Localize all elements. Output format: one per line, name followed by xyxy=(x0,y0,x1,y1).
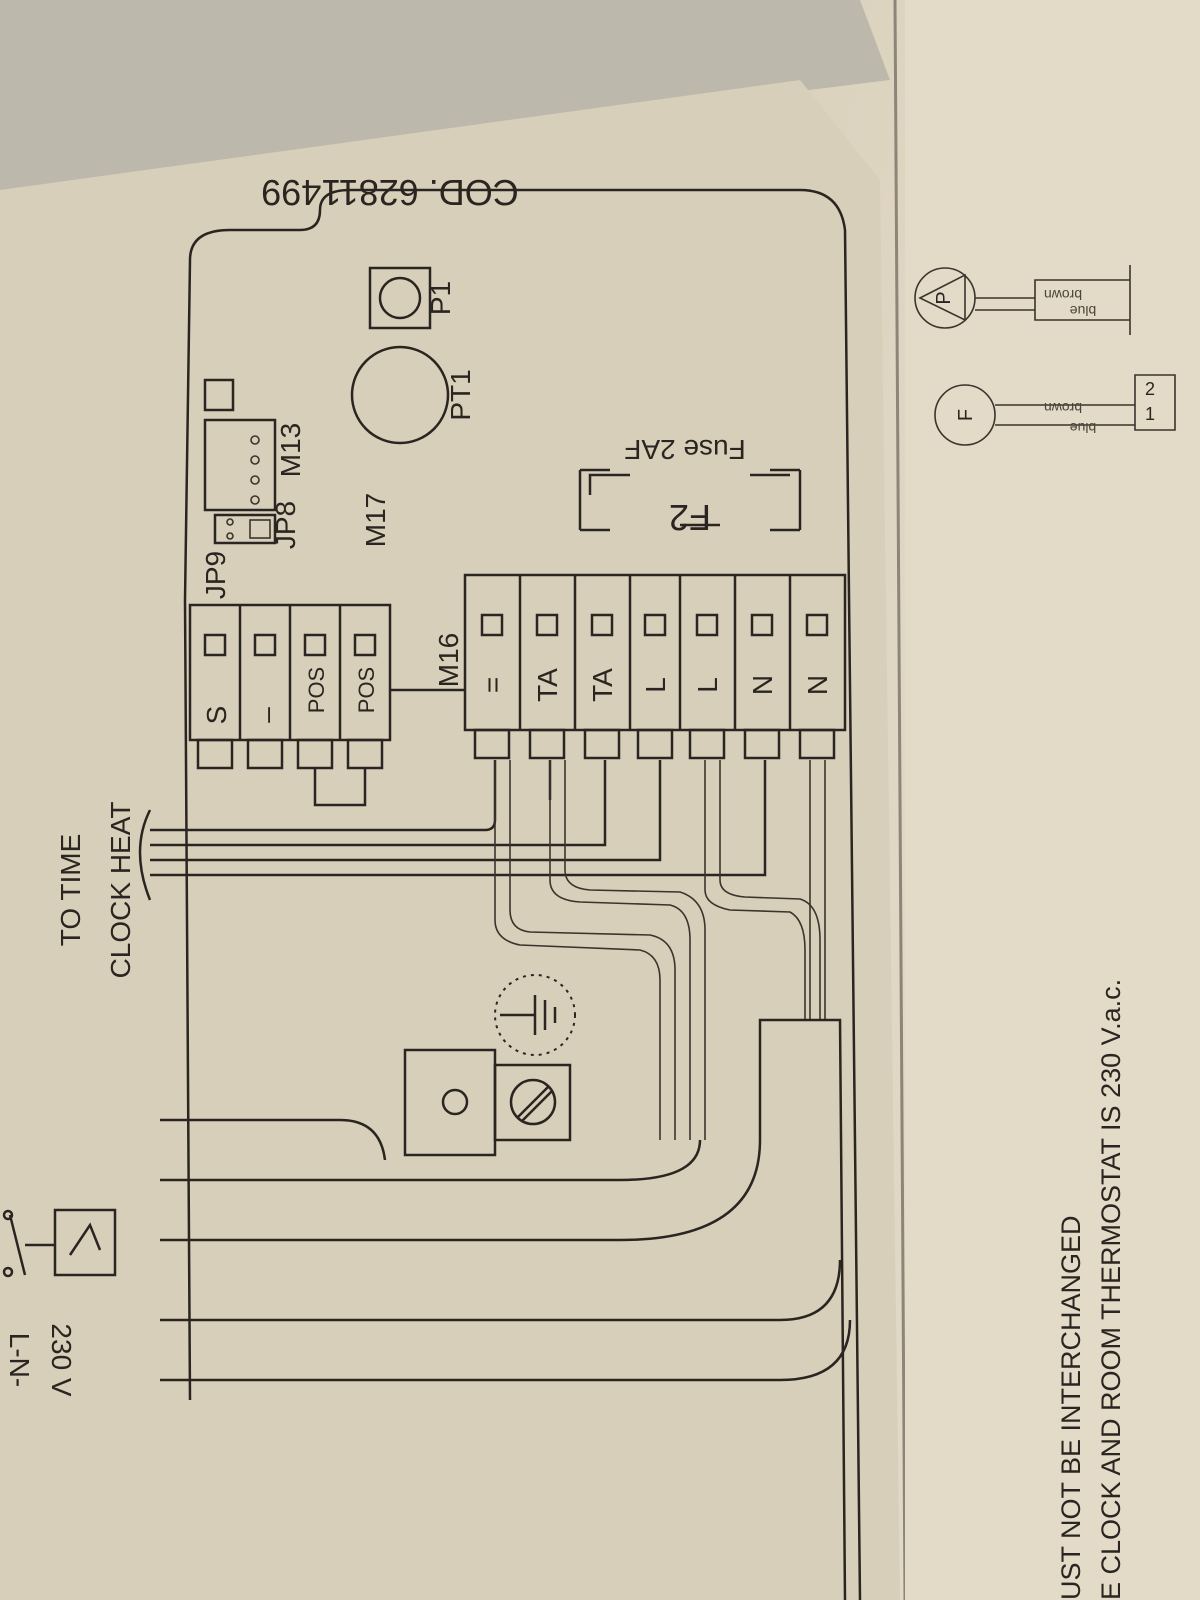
terminal-tab xyxy=(636,728,674,760)
aux-terminal: S xyxy=(201,706,232,725)
terminal-screw xyxy=(805,613,829,637)
m16-terminal: L xyxy=(692,677,723,693)
code-label: COD. 62811499 xyxy=(261,172,519,213)
fan-symbol xyxy=(934,374,1176,446)
supply-label-2: 230 V xyxy=(46,1323,77,1396)
warning-line-1: UST NOT BE INTERCHANGED xyxy=(1056,1215,1086,1600)
time-clock-label-1: TO TIME xyxy=(55,834,86,947)
pt1-transducer xyxy=(350,345,450,445)
background-surface xyxy=(0,0,890,190)
terminal-tab xyxy=(688,728,726,760)
pump-wire: blue xyxy=(1070,303,1097,319)
aux-terminal: – xyxy=(251,707,282,723)
terminal-tab xyxy=(528,728,566,760)
p1-button xyxy=(368,266,432,330)
terminal-screw xyxy=(695,613,719,637)
earth-terminal xyxy=(403,974,576,1157)
m13-label: M13 xyxy=(275,423,306,477)
fuse-id: F2 xyxy=(669,497,711,538)
terminal-screw xyxy=(643,613,667,637)
m16-terminal: L xyxy=(640,677,671,693)
m16-terminal-block xyxy=(463,573,847,732)
side-sheet xyxy=(905,0,1200,1600)
terminal-tab xyxy=(798,728,836,760)
sheet-edge xyxy=(893,0,907,1600)
m17-label: M17 xyxy=(360,493,391,547)
time-clock-label-2: CLOCK HEAT xyxy=(105,802,136,979)
diagram-sheet xyxy=(0,80,900,1600)
m16-terminal: TA xyxy=(587,668,618,702)
warning-line-2: E CLOCK AND ROOM THERMOSTAT IS 230 V.a.c… xyxy=(1096,979,1126,1600)
aux-terminal: POS xyxy=(354,667,379,713)
terminal-screw xyxy=(535,613,559,637)
terminal-screw xyxy=(480,613,504,637)
p1-label: P1 xyxy=(425,281,456,315)
time-clock-wires xyxy=(138,760,767,901)
terminal-screw xyxy=(590,613,614,637)
terminal-tab xyxy=(583,728,621,760)
fan-wire: blue xyxy=(1070,420,1097,436)
fan-label: F xyxy=(955,409,977,421)
pump-wire: brown xyxy=(1044,287,1082,303)
cable-harness xyxy=(160,760,852,1600)
aux-terminal-block xyxy=(188,603,392,807)
pump-symbol xyxy=(914,265,1131,335)
terminal-screw xyxy=(750,613,774,637)
terminal-tab xyxy=(473,728,511,760)
m16-terminal: = xyxy=(477,677,508,693)
m16-label: M16 xyxy=(433,633,464,687)
jp8-label: JP8 xyxy=(270,501,301,549)
m16-terminal: TA xyxy=(532,668,563,702)
fan-wire: brown xyxy=(1044,400,1082,416)
supply-label-1: L-N- xyxy=(4,1333,35,1387)
thermostat-switch-icon xyxy=(2,1208,117,1278)
jp8-jp9-jumpers xyxy=(213,513,277,545)
pump-label: P xyxy=(933,291,955,304)
m16-terminal: N xyxy=(747,675,778,695)
fuse-holder xyxy=(578,468,802,532)
jp9-label: JP9 xyxy=(200,551,231,599)
m16-terminal: N xyxy=(802,675,833,695)
terminal-tab xyxy=(743,728,781,760)
fan-pin: 1 xyxy=(1145,404,1155,424)
fan-pin: 2 xyxy=(1145,379,1155,399)
board-outline xyxy=(183,188,862,1600)
m13-connector xyxy=(203,378,277,512)
fuse-label: Fuse 2AF xyxy=(624,434,745,465)
pt1-label: PT1 xyxy=(445,369,476,420)
aux-terminal: POS xyxy=(304,667,329,713)
